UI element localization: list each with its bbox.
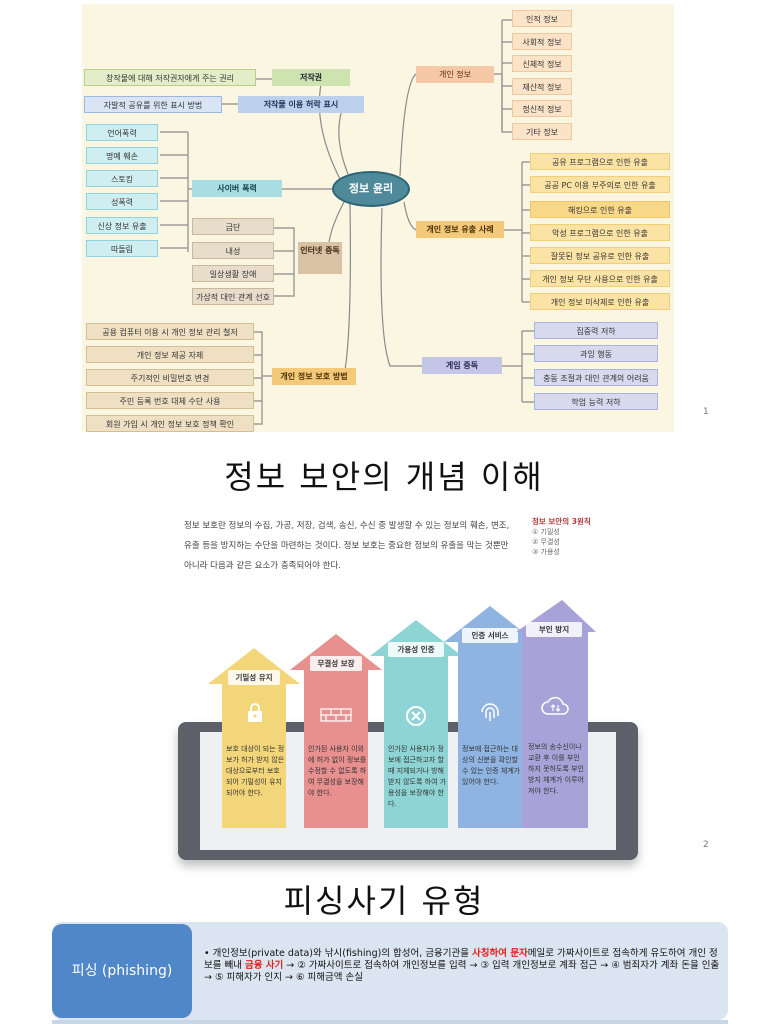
personal-item: 사회적 정보 — [512, 33, 572, 50]
cyber-item: 명예 훼손 — [86, 147, 158, 164]
protection-item: 회원 가입 시 개인 정보 보호 정책 확인 — [86, 415, 254, 432]
category-cyber-violence: 사이버 폭력 — [192, 180, 282, 197]
cyber-item: 신상 정보 유출 — [86, 217, 158, 234]
phishing-description: • 개인정보(private data)와 낚시(fishing)의 합성어, … — [204, 948, 724, 984]
internet-item: 일상생활 장애 — [192, 265, 274, 282]
principle-item: ③ 가용성 — [532, 548, 560, 556]
pillar-non-repudiation: 부인 방지 정보의 송수신이나 교환 후 이를 부인하지 못하도록 부인 방지 … — [516, 600, 608, 828]
pillar-desc: 보호 대상이 되는 정보가 허가 받지 않은 대상으로부터 보호되어 기밀성이 … — [226, 745, 285, 797]
phishing-highlight: 사칭하여 문자 — [472, 948, 528, 959]
phishing-text: • 개인정보(private data)와 낚시(fishing)의 합성어, … — [204, 948, 473, 959]
cyber-item: 따돌림 — [86, 240, 158, 257]
personal-item: 정신적 정보 — [512, 100, 572, 117]
game-item: 집중력 저하 — [534, 322, 658, 339]
category-license: 저작물 이용 허락 표시 — [238, 96, 364, 113]
section-heading: 피싱사기 유형 — [283, 882, 485, 920]
internet-item: 가상적 대인 관계 선호 — [192, 288, 274, 305]
section-heading: 정보 보안의 개념 이해 — [224, 458, 544, 496]
pillar-title: 인증 서비스 — [462, 628, 518, 643]
internet-item: 금단 — [192, 218, 274, 235]
next-card-edge — [52, 1020, 728, 1024]
category-internet-addiction: 인터넷 중독 — [298, 242, 342, 274]
protection-item: 공용 컴퓨터 이용 시 개인 정보 관리 철저 — [86, 323, 254, 340]
pillar-title: 무결성 보장 — [310, 656, 362, 671]
leak-item: 공유 프로그램으로 인한 유출 — [530, 153, 670, 170]
settings-x-icon — [406, 706, 426, 726]
category-leak-cases: 개인 정보 유출 사례 — [416, 221, 504, 238]
lock-icon — [248, 703, 262, 722]
leak-item: 개인 정보 미삭제로 인한 유출 — [530, 293, 670, 310]
pillar-confidentiality: 기밀성 유지 보호 대상이 되는 정보가 허가 받지 않은 대상으로부터 보호되… — [208, 648, 300, 828]
game-item: 충동 조절과 대인 관계의 어려움 — [534, 369, 658, 386]
principles-box: 정보 보안의 3원칙 ① 기밀성 ② 무결성 ③ 가용성 — [532, 517, 612, 557]
principle-item: ② 무결성 — [532, 538, 560, 546]
leak-item: 공공 PC 이용 부주의로 인한 유출 — [530, 176, 670, 193]
leak-item: 개인 정보 무단 사용으로 인한 유출 — [530, 270, 670, 287]
center-node: 정보 윤리 — [332, 171, 410, 207]
cloud-sync-icon — [541, 696, 569, 715]
fingerprint-icon — [481, 703, 499, 721]
game-item: 과잉 행동 — [534, 345, 658, 362]
personal-item: 인적 정보 — [512, 10, 572, 27]
pillar-integrity: 무결성 보장 인가된 사용자 이외에 허가 없이 정보를 수정할 수 없도록 하… — [290, 634, 382, 828]
principles-title: 정보 보안의 3원칙 — [532, 517, 591, 526]
pillar-desc: 정보의 송수신이나 교환 후 이를 부인하지 못하도록 부인 방지 체계가 이루… — [528, 743, 584, 795]
cyber-item: 언어폭력 — [86, 124, 158, 141]
copyright-desc: 창작물에 대해 저작권자에게 주는 권리 — [84, 69, 256, 86]
phishing-label: 피싱 (phishing) — [52, 924, 192, 1018]
phishing-text: → ② 가짜사이트로 접속하여 개인정보를 입력 → ③ 입력 개인정보로 계좌… — [204, 960, 720, 983]
category-privacy-protection: 개인 정보 보호 방법 — [272, 368, 356, 385]
mind-map: 정보 윤리 창작물에 대해 저작권자에게 주는 권리 저작권 자발적 공유를 위… — [82, 4, 674, 432]
protection-item: 개인 정보 제공 자제 — [86, 346, 254, 363]
pillar-availability: 가용성 인증 인가된 사용자가 정보에 접근하고자 할 때 지체되거나 방해받지… — [370, 620, 462, 828]
phishing-text: 메일로 가짜사이트로 접속하게 유도하여 개인 정보를 빼내 — [204, 948, 718, 971]
page-number: 2 — [703, 840, 709, 850]
pillar-title: 기밀성 유지 — [228, 670, 280, 685]
personal-item: 재산적 정보 — [512, 78, 572, 95]
page-number: 1 — [703, 407, 709, 417]
category-personal-info: 개인 정보 — [416, 66, 494, 83]
leak-item: 악성 프로그램으로 인한 유출 — [530, 224, 670, 241]
principle-item: ① 기밀성 — [532, 528, 560, 536]
pillar-authentication: 인증 서비스 정보에 접근하는 대상의 신분을 확인할 수 있는 인증 체계가 … — [444, 606, 536, 828]
license-desc: 자발적 공유를 위한 표시 방법 — [84, 96, 222, 113]
personal-item: 신체적 정보 — [512, 55, 572, 72]
category-copyright: 저작권 — [272, 69, 350, 86]
personal-item: 기타 정보 — [512, 123, 572, 140]
brick-wall-icon — [320, 708, 352, 722]
mind-map-connectors — [160, 19, 534, 425]
protection-item: 주기적인 비밀번호 변경 — [86, 369, 254, 386]
intro-paragraph: 정보 보호란 정보의 수집, 가공, 저장, 검색, 송신, 수신 중 발생할 … — [184, 521, 510, 571]
cyber-item: 스토킹 — [86, 170, 158, 187]
protection-item: 주민 등록 번호 대체 수단 사용 — [86, 392, 254, 409]
pillar-desc: 정보에 접근하는 대상의 신분을 확인할 수 있는 인증 체계가 있어야 한다. — [462, 745, 521, 786]
category-game-addiction: 게임 중독 — [422, 357, 502, 374]
cyber-item: 성폭력 — [86, 193, 158, 210]
pillar-title: 부인 방지 — [526, 622, 582, 637]
leak-item: 잘못된 정보 공유로 인한 유출 — [530, 247, 670, 264]
internet-item: 내성 — [192, 242, 274, 259]
pillar-desc: 인가된 사용자 이외에 허가 없이 정보를 수정할 수 없도록 하여 무결성을 … — [308, 745, 367, 797]
pillar-title: 가용성 인증 — [388, 642, 444, 657]
leak-item: 해킹으로 인한 유출 — [530, 201, 670, 218]
pillar-desc: 인가된 사용자가 정보에 접근하고자 할 때 지체되거나 방해받지 않도록 하여… — [388, 745, 447, 808]
phishing-highlight: 금융 사기 — [245, 960, 284, 971]
game-item: 학업 능력 저하 — [534, 393, 658, 410]
